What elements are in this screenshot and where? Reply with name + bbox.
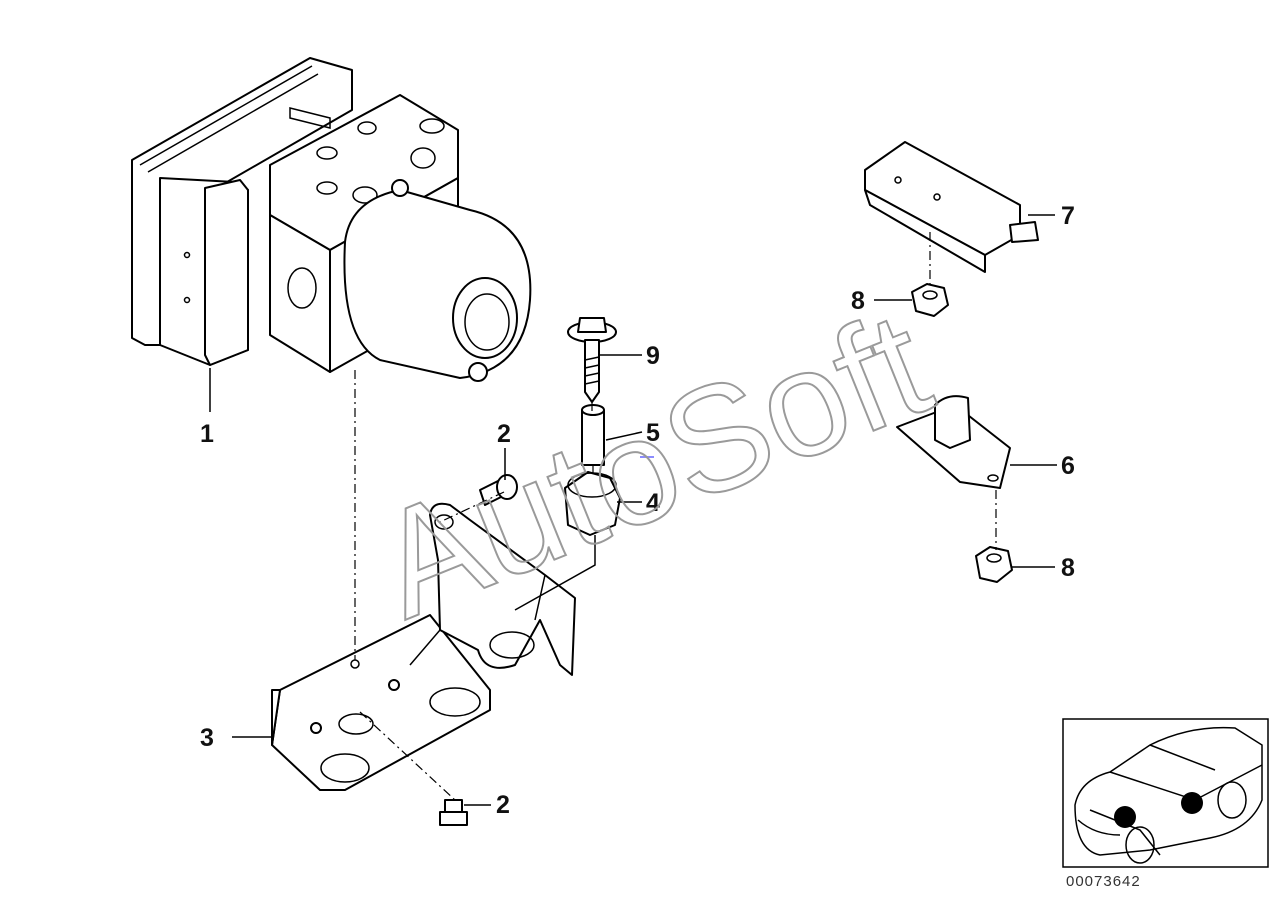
callout-2-lower: 2 [496,791,510,819]
callout-7: 7 [1061,202,1075,230]
callout-3: 3 [200,724,214,752]
callout-1: 1 [200,420,214,448]
location-marker-rear [1181,792,1203,814]
bolt-lower [439,799,468,826]
callout-2-upper: 2 [497,420,511,448]
rubber-mount [564,471,621,536]
sensor-bracket [896,395,1011,489]
leader-lines [209,214,1057,806]
callout-6: 6 [1061,452,1075,480]
upper-bracket-arm [409,502,576,676]
callout-5: 5 [646,419,660,447]
callout-8-upper: 8 [851,287,865,315]
vehicle-location-inset [1062,718,1269,868]
assembly-lines [354,232,997,801]
callout-8-lower: 8 [1061,554,1075,582]
abs-hydraulic-unit [131,57,532,382]
location-marker-front [1114,806,1136,828]
nut-upper [911,283,949,317]
sensor-module [864,141,1039,273]
hex-screw [567,317,617,403]
mounting-bracket [271,614,491,791]
callout-4: 4 [646,489,660,517]
nut-lower [975,546,1013,583]
document-number: 00073642 [1066,873,1141,890]
callout-9: 9 [646,342,660,370]
spacer-sleeve [581,404,605,466]
callout-labels: 1 2 2 3 4 5 6 7 8 8 9 [200,202,1075,819]
car-outline-icon [1074,726,1263,864]
